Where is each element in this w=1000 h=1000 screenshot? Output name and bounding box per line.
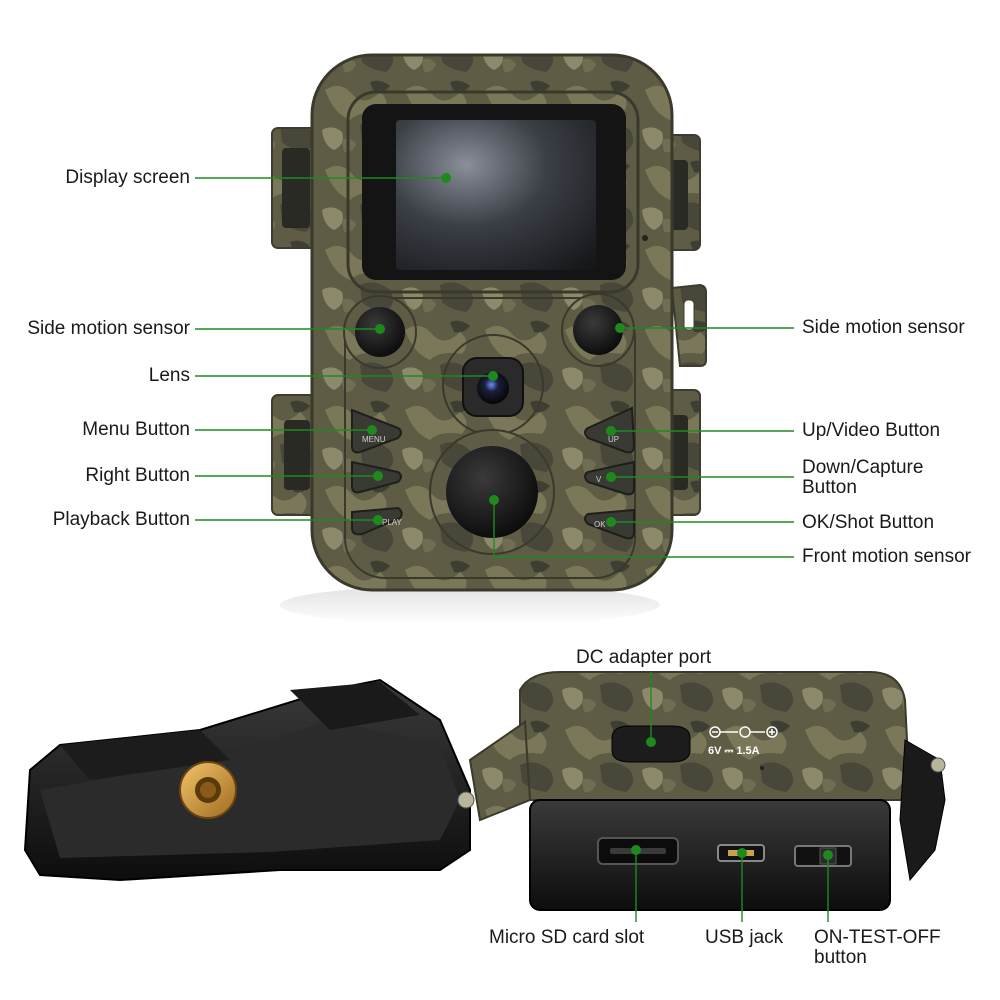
- dot-usb: [737, 848, 747, 858]
- reflection: [280, 585, 660, 625]
- dot-sd: [631, 845, 641, 855]
- play-marking: PLAY: [382, 518, 403, 527]
- dot-lens: [488, 371, 498, 381]
- callout-side-motion-right: Side motion sensor: [802, 317, 965, 338]
- menu-marking: MENU: [362, 435, 386, 444]
- underside-view: 6V ⎓ 1.5A: [457, 671, 946, 911]
- callout-ok-shot-button: OK/Shot Button: [802, 512, 935, 533]
- callout-lens: Lens: [148, 365, 190, 386]
- mount-ridge-left: [60, 730, 230, 780]
- dot-playback: [373, 515, 383, 525]
- callout-on-test-off-line1: ON-TEST-OFF: [814, 927, 941, 948]
- callout-front-motion-sensor: Front motion sensor: [802, 546, 971, 567]
- reset-hole: [760, 766, 764, 770]
- tripod-thread-icon: [179, 761, 237, 819]
- callout-on-test-off: ON-TEST-OFF button: [814, 928, 941, 968]
- dot-front-motion: [489, 495, 499, 505]
- underside-top-shell: [519, 671, 912, 801]
- strap-slot-left-bottom: [284, 420, 310, 490]
- callout-usb-jack: USB jack: [705, 927, 784, 948]
- underside-panel: [529, 799, 891, 911]
- up-marking: UP: [608, 435, 619, 444]
- callout-up-video-button: Up/Video Button: [802, 420, 941, 441]
- callout-right-button: Right Button: [85, 465, 190, 486]
- polarity-icon: [709, 726, 778, 738]
- dot-side-left: [375, 324, 385, 334]
- strap-slot-left-top: [282, 148, 310, 228]
- dot-display-screen: [441, 173, 451, 183]
- dot-side-right: [615, 323, 625, 333]
- power-rating: 6V ⎓ 1.5A: [708, 745, 760, 757]
- v-marking: V: [596, 475, 602, 484]
- dot-down-capture: [606, 472, 616, 482]
- side-motion-sensor-right: [573, 305, 623, 355]
- latch-screw: [930, 757, 946, 773]
- callout-menu-button: Menu Button: [82, 419, 190, 440]
- indicator-led: [642, 235, 648, 241]
- dot-right: [373, 471, 383, 481]
- dot-up-video: [606, 426, 616, 436]
- callout-down-capture: Down/Capture Button: [802, 458, 923, 498]
- leader-lines: [195, 173, 833, 922]
- left-hinge: [468, 720, 532, 822]
- ok-marking: OK: [594, 520, 606, 529]
- dot-dc-port: [646, 737, 656, 747]
- callout-on-test-off-line2: button: [814, 947, 867, 968]
- lock-hole: [683, 299, 695, 331]
- callout-micro-sd-slot: Micro SD card slot: [489, 927, 645, 948]
- callout-down-capture-line1: Down/Capture: [802, 457, 924, 478]
- callout-down-capture-line2: Button: [802, 477, 857, 498]
- dot-menu: [367, 425, 377, 435]
- dot-switch: [823, 850, 833, 860]
- mount-face: [40, 720, 460, 858]
- mount-ridge: [290, 682, 420, 730]
- mount-back-view: [23, 678, 471, 882]
- leader-front-motion: [493, 500, 794, 558]
- hinge-screw: [457, 791, 475, 809]
- dot-ok-shot: [606, 517, 616, 527]
- front-camera-view: MENU PLAY UP V OK: [271, 53, 707, 625]
- callout-playback-button: Playback Button: [52, 509, 190, 530]
- front-motion-sensor: [446, 446, 538, 538]
- display-screen: [396, 120, 596, 270]
- callout-display-screen: Display screen: [65, 167, 190, 188]
- callout-side-motion-left: Side motion sensor: [27, 318, 190, 339]
- lens: [477, 372, 509, 404]
- callout-dc-adapter-port: DC adapter port: [576, 647, 712, 668]
